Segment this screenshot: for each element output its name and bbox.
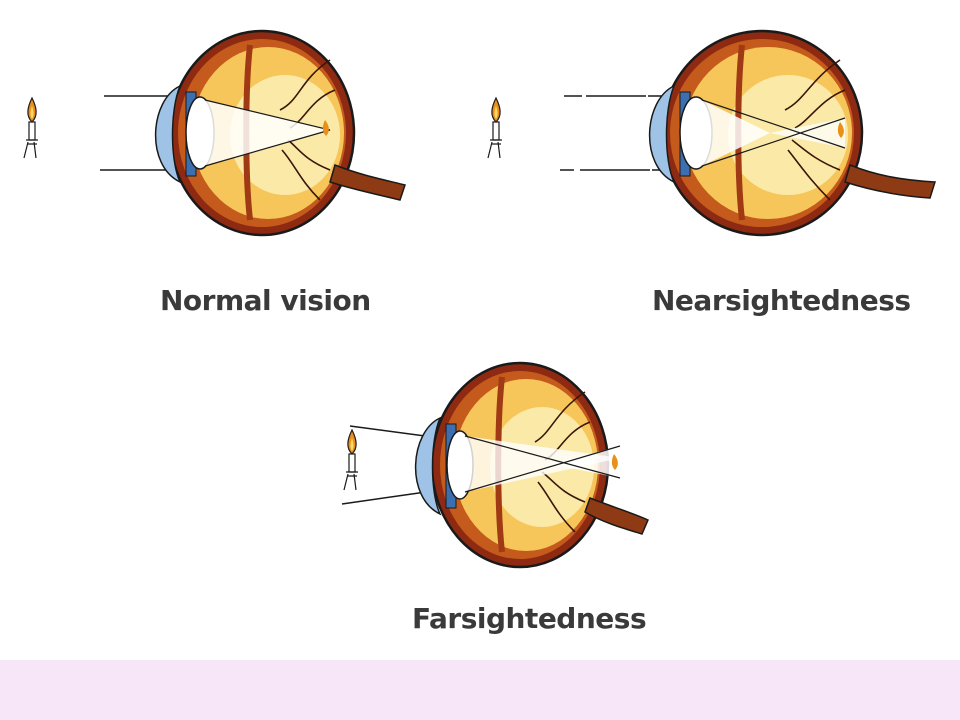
farsightedness-figure (341, 361, 649, 569)
normal-vision-figure (23, 29, 406, 237)
optic-nerve (329, 163, 406, 201)
caption-normal-vision: Normal vision (160, 284, 371, 317)
nearsightedness-figure (487, 29, 937, 237)
candle-object (23, 96, 38, 159)
cornea (648, 84, 676, 184)
cornea (414, 416, 442, 516)
unfocused-image (611, 454, 618, 470)
panel-farsightedness: Farsightedness (330, 350, 670, 650)
caption-farsightedness: Farsightedness (412, 602, 647, 635)
candle-object (487, 96, 502, 159)
candle-object (343, 428, 358, 491)
blood-vessels (534, 391, 591, 533)
light-cone (465, 436, 620, 492)
eyeball (154, 29, 406, 237)
light-cone (702, 100, 770, 166)
cornea (154, 84, 182, 184)
blood-vessels (279, 59, 336, 201)
focused-image (322, 120, 329, 136)
panel-nearsightedness: Nearsightedness (480, 0, 960, 340)
bottom-band (0, 660, 960, 720)
optic-nerve (584, 497, 649, 535)
panel-normal-vision: Normal vision (0, 0, 480, 340)
light-cone (205, 100, 330, 166)
blurred-image (837, 122, 844, 138)
blood-vessels (784, 59, 846, 201)
optic-nerve (844, 163, 937, 199)
caption-nearsightedness: Nearsightedness (652, 284, 911, 317)
